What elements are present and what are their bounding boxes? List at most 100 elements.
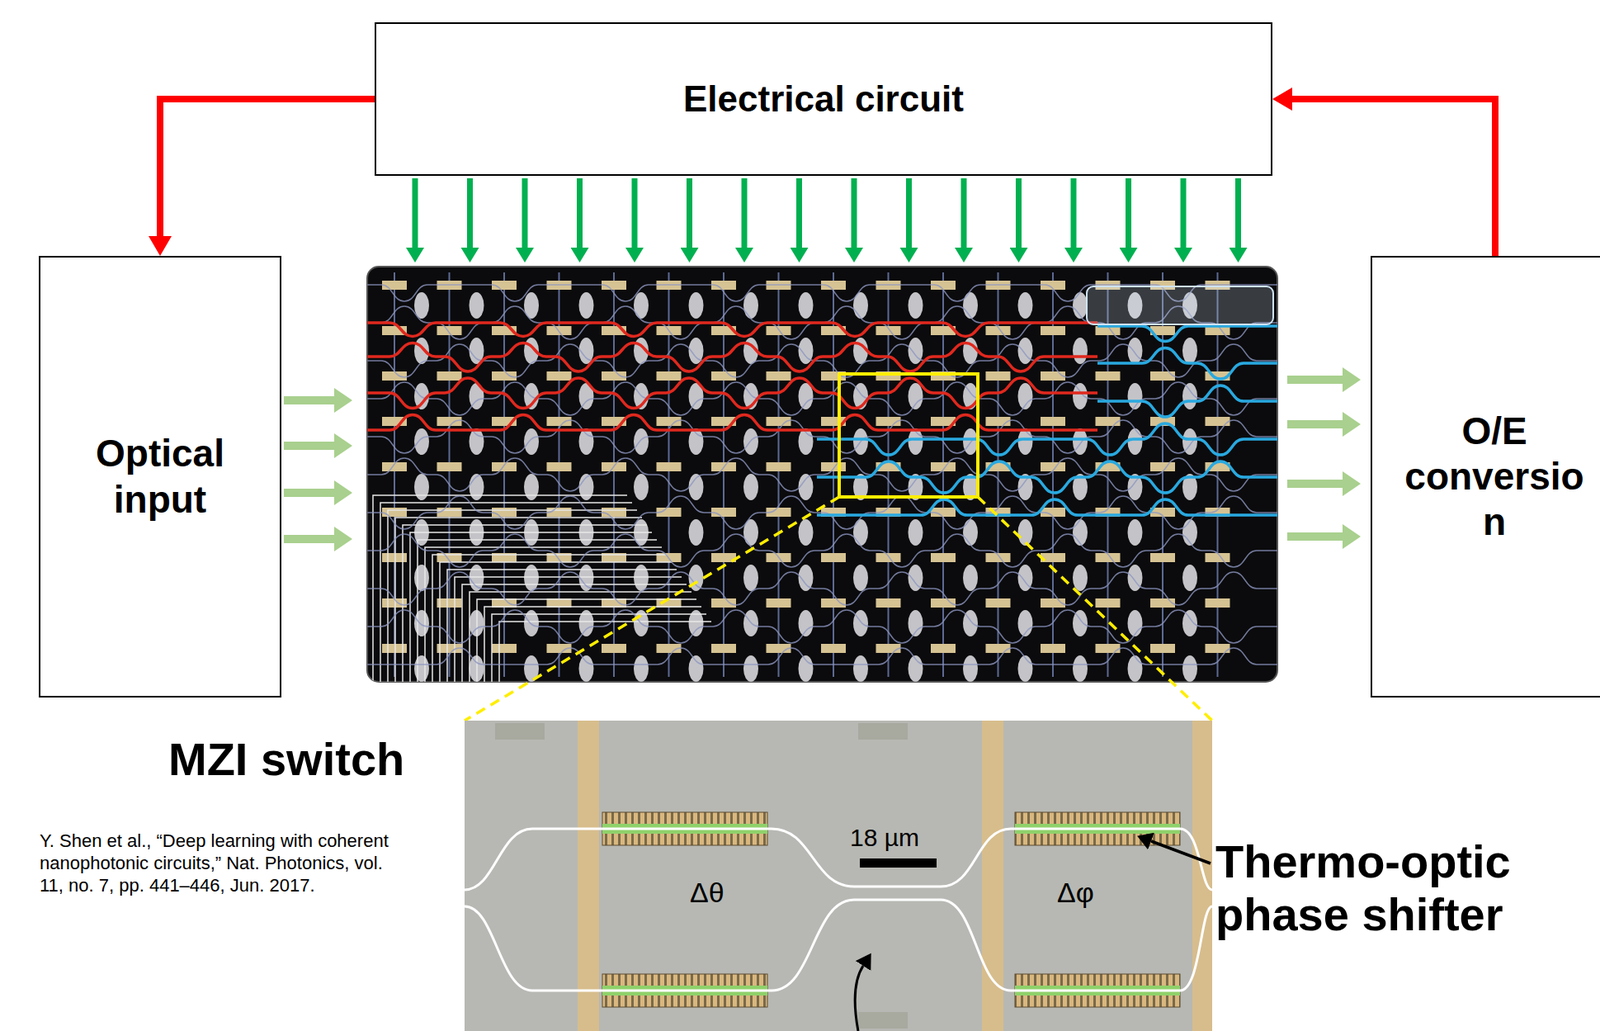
feedback-arrow xyxy=(160,99,375,236)
heater-pad xyxy=(821,598,846,608)
mzi-arm xyxy=(743,428,759,455)
control-arrows xyxy=(415,178,1239,248)
mzi-arm xyxy=(962,428,978,455)
control-arrow xyxy=(961,178,968,248)
heater-pad xyxy=(930,552,956,562)
mzi-arm xyxy=(1128,655,1143,682)
mzi-arm xyxy=(1018,519,1034,546)
bond-wire xyxy=(432,554,667,682)
heater-pad xyxy=(437,371,463,381)
heater-pad xyxy=(437,598,463,608)
scale-bar xyxy=(859,858,937,868)
optical-arrow xyxy=(283,488,335,497)
mzi-arm xyxy=(414,473,430,501)
mzi-arm xyxy=(1072,382,1088,410)
heater-pad xyxy=(1040,416,1066,426)
mzi-arm xyxy=(689,292,704,319)
heater-pad xyxy=(1095,643,1121,653)
phase-label: Δθ xyxy=(689,876,725,909)
mzi-arm xyxy=(1072,519,1088,546)
heater-pad xyxy=(986,598,1011,608)
red-waveguide xyxy=(367,377,1098,409)
mzi-arm xyxy=(523,564,539,591)
feedback-arrow xyxy=(1292,99,1496,256)
heater-pad xyxy=(437,325,463,336)
mzi-arm xyxy=(798,473,814,501)
heater-pad xyxy=(491,643,517,653)
heater-pad xyxy=(711,643,737,653)
mzi-arm xyxy=(1182,655,1198,682)
box-label: O/E conversio n xyxy=(1391,408,1598,546)
figure-title: MZI switch xyxy=(168,732,405,786)
inset-ground xyxy=(464,720,1213,1031)
mzi-arm xyxy=(853,564,869,591)
heater-pad xyxy=(547,371,572,381)
mzi-arm xyxy=(962,292,978,319)
control-arrow xyxy=(1180,178,1187,248)
heater-pad xyxy=(491,462,517,472)
block-box: Optical input xyxy=(38,255,282,698)
mzi-arm xyxy=(633,473,649,501)
heater-pad xyxy=(766,325,792,336)
mzi-arm xyxy=(633,564,649,591)
control-arrow xyxy=(412,178,419,248)
heater-pad xyxy=(766,371,792,381)
heater-pad xyxy=(656,462,682,472)
optical-arrow xyxy=(1287,375,1343,384)
mzi-arm xyxy=(1018,292,1034,319)
via-pad xyxy=(858,722,908,740)
heater-pad xyxy=(711,598,737,608)
heater-pad xyxy=(491,507,517,517)
waveguide xyxy=(367,420,1278,454)
red-waveguide xyxy=(367,415,1098,431)
heater-pad xyxy=(437,416,463,426)
heater-pad xyxy=(656,416,682,426)
zoom-box xyxy=(839,373,978,497)
bond-wire xyxy=(499,621,712,682)
mzi-arm xyxy=(743,655,759,682)
heater-pad xyxy=(382,371,407,381)
control-arrow xyxy=(576,178,583,248)
heater-pad xyxy=(1205,552,1231,562)
mzi-arm xyxy=(523,428,539,455)
mzi-arm xyxy=(579,564,595,591)
mzi-arm xyxy=(689,655,704,682)
heater-pad xyxy=(1205,598,1231,608)
optical-arrow xyxy=(283,441,335,450)
control-arrow xyxy=(1071,178,1077,248)
mzi-inset xyxy=(464,720,1213,1031)
optical-arrow xyxy=(1287,420,1343,429)
waveguide xyxy=(464,828,1213,890)
heater-pad xyxy=(437,462,463,472)
red-waveguide xyxy=(367,343,1098,373)
bond-wire xyxy=(454,576,682,682)
metal-strip xyxy=(577,720,600,1031)
optical-arrow xyxy=(283,534,335,543)
mzi-arm xyxy=(469,428,485,455)
heater-pad xyxy=(1040,325,1066,336)
control-arrow xyxy=(467,178,473,248)
mzi-arm xyxy=(579,292,595,319)
optical-arrow xyxy=(1287,532,1343,541)
heater-pad xyxy=(876,552,902,562)
mzi-arm xyxy=(1182,337,1198,364)
mzi-arm xyxy=(1128,519,1143,546)
control-arrow xyxy=(522,178,529,248)
mzi-arm xyxy=(414,655,430,682)
heater-pad xyxy=(821,643,846,653)
mzi-arm xyxy=(1018,655,1034,682)
heater-pad xyxy=(656,371,682,381)
mzi-arm xyxy=(523,473,539,501)
waveguide xyxy=(367,382,1278,416)
blue-waveguide xyxy=(1097,325,1278,342)
mzi-arm xyxy=(1128,428,1143,455)
control-arrow xyxy=(686,178,693,248)
mzi-arm xyxy=(853,519,869,546)
heater-pad xyxy=(1095,371,1121,381)
chip-body xyxy=(367,266,1278,682)
heater-pad xyxy=(1095,598,1121,608)
blue-waveguide xyxy=(816,423,1278,455)
mzi-arm xyxy=(469,292,485,319)
heater-pad xyxy=(1150,462,1176,472)
